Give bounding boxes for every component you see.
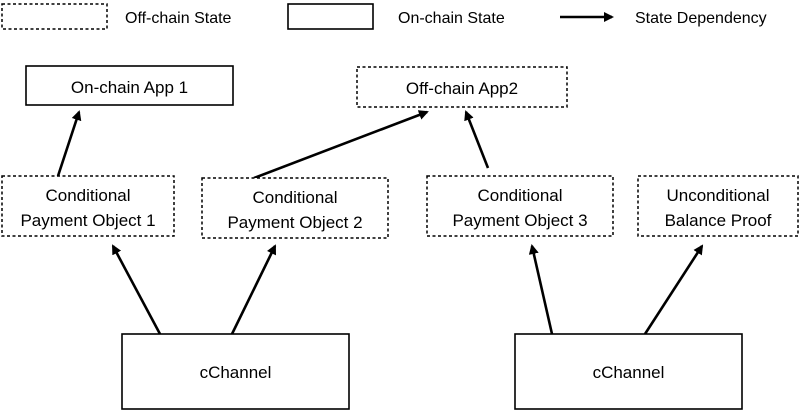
node-cpo-2-line-1: Conditional bbox=[252, 188, 337, 207]
node-cpo-2-line-2: Payment Object 2 bbox=[227, 213, 362, 232]
node-ubp-line-2: Balance Proof bbox=[665, 211, 772, 230]
node-conditional-payment-object-1: Conditional Payment Object 1 bbox=[1, 175, 175, 237]
legend: Off-chain State On-chain State State Dep… bbox=[1, 3, 767, 30]
legend-onchain-swatch bbox=[287, 3, 374, 30]
legend-dependency-label: State Dependency bbox=[635, 10, 767, 27]
node-cchannel-left-label: cChannel bbox=[200, 363, 272, 382]
node-offchain-app-2-label: Off-chain App2 bbox=[406, 79, 518, 98]
node-cpo-3-line-1: Conditional bbox=[477, 186, 562, 205]
node-cpo-3-line-2: Payment Object 3 bbox=[452, 211, 587, 230]
node-cchannel-right: cChannel bbox=[514, 333, 743, 410]
node-offchain-app-2: Off-chain App2 bbox=[356, 66, 568, 108]
node-onchain-app-1: On-chain App 1 bbox=[25, 65, 234, 106]
edges bbox=[56, 110, 704, 335]
dependency-arrow-cchannel-left-to-cpo-1 bbox=[111, 244, 162, 335]
nodes: On-chain App 1 Off-chain App2 Conditiona… bbox=[1, 65, 799, 410]
dependency-arrow-cchannel-right-to-cpo-3 bbox=[528, 244, 554, 335]
legend-onchain-label: On-chain State bbox=[398, 10, 505, 27]
node-cpo-1-line-2: Payment Object 1 bbox=[20, 211, 155, 230]
node-conditional-payment-object-3: Conditional Payment Object 3 bbox=[426, 175, 614, 237]
node-unconditional-balance-proof: Unconditional Balance Proof bbox=[637, 175, 799, 237]
dependency-arrow-cchannel-right-to-ubp bbox=[643, 244, 704, 335]
dependency-arrow-cpo-3-to-offchain-app-2 bbox=[464, 110, 490, 169]
node-ubp-line-1: Unconditional bbox=[666, 186, 769, 205]
node-cchannel-left: cChannel bbox=[121, 333, 350, 410]
node-conditional-payment-object-2: Conditional Payment Object 2 bbox=[201, 177, 389, 239]
legend-offchain-label: Off-chain State bbox=[125, 10, 232, 27]
node-onchain-app-1-label: On-chain App 1 bbox=[71, 78, 188, 97]
node-cchannel-right-label: cChannel bbox=[593, 363, 665, 382]
dependency-arrow-cpo-2-to-offchain-app-2 bbox=[253, 110, 429, 180]
dependency-arrow-cpo-1-to-onchain-app-1 bbox=[56, 110, 82, 177]
node-cpo-1-line-1: Conditional bbox=[45, 186, 130, 205]
legend-offchain-swatch bbox=[1, 3, 108, 30]
dependency-arrow-cchannel-left-to-cpo-2 bbox=[230, 244, 277, 335]
